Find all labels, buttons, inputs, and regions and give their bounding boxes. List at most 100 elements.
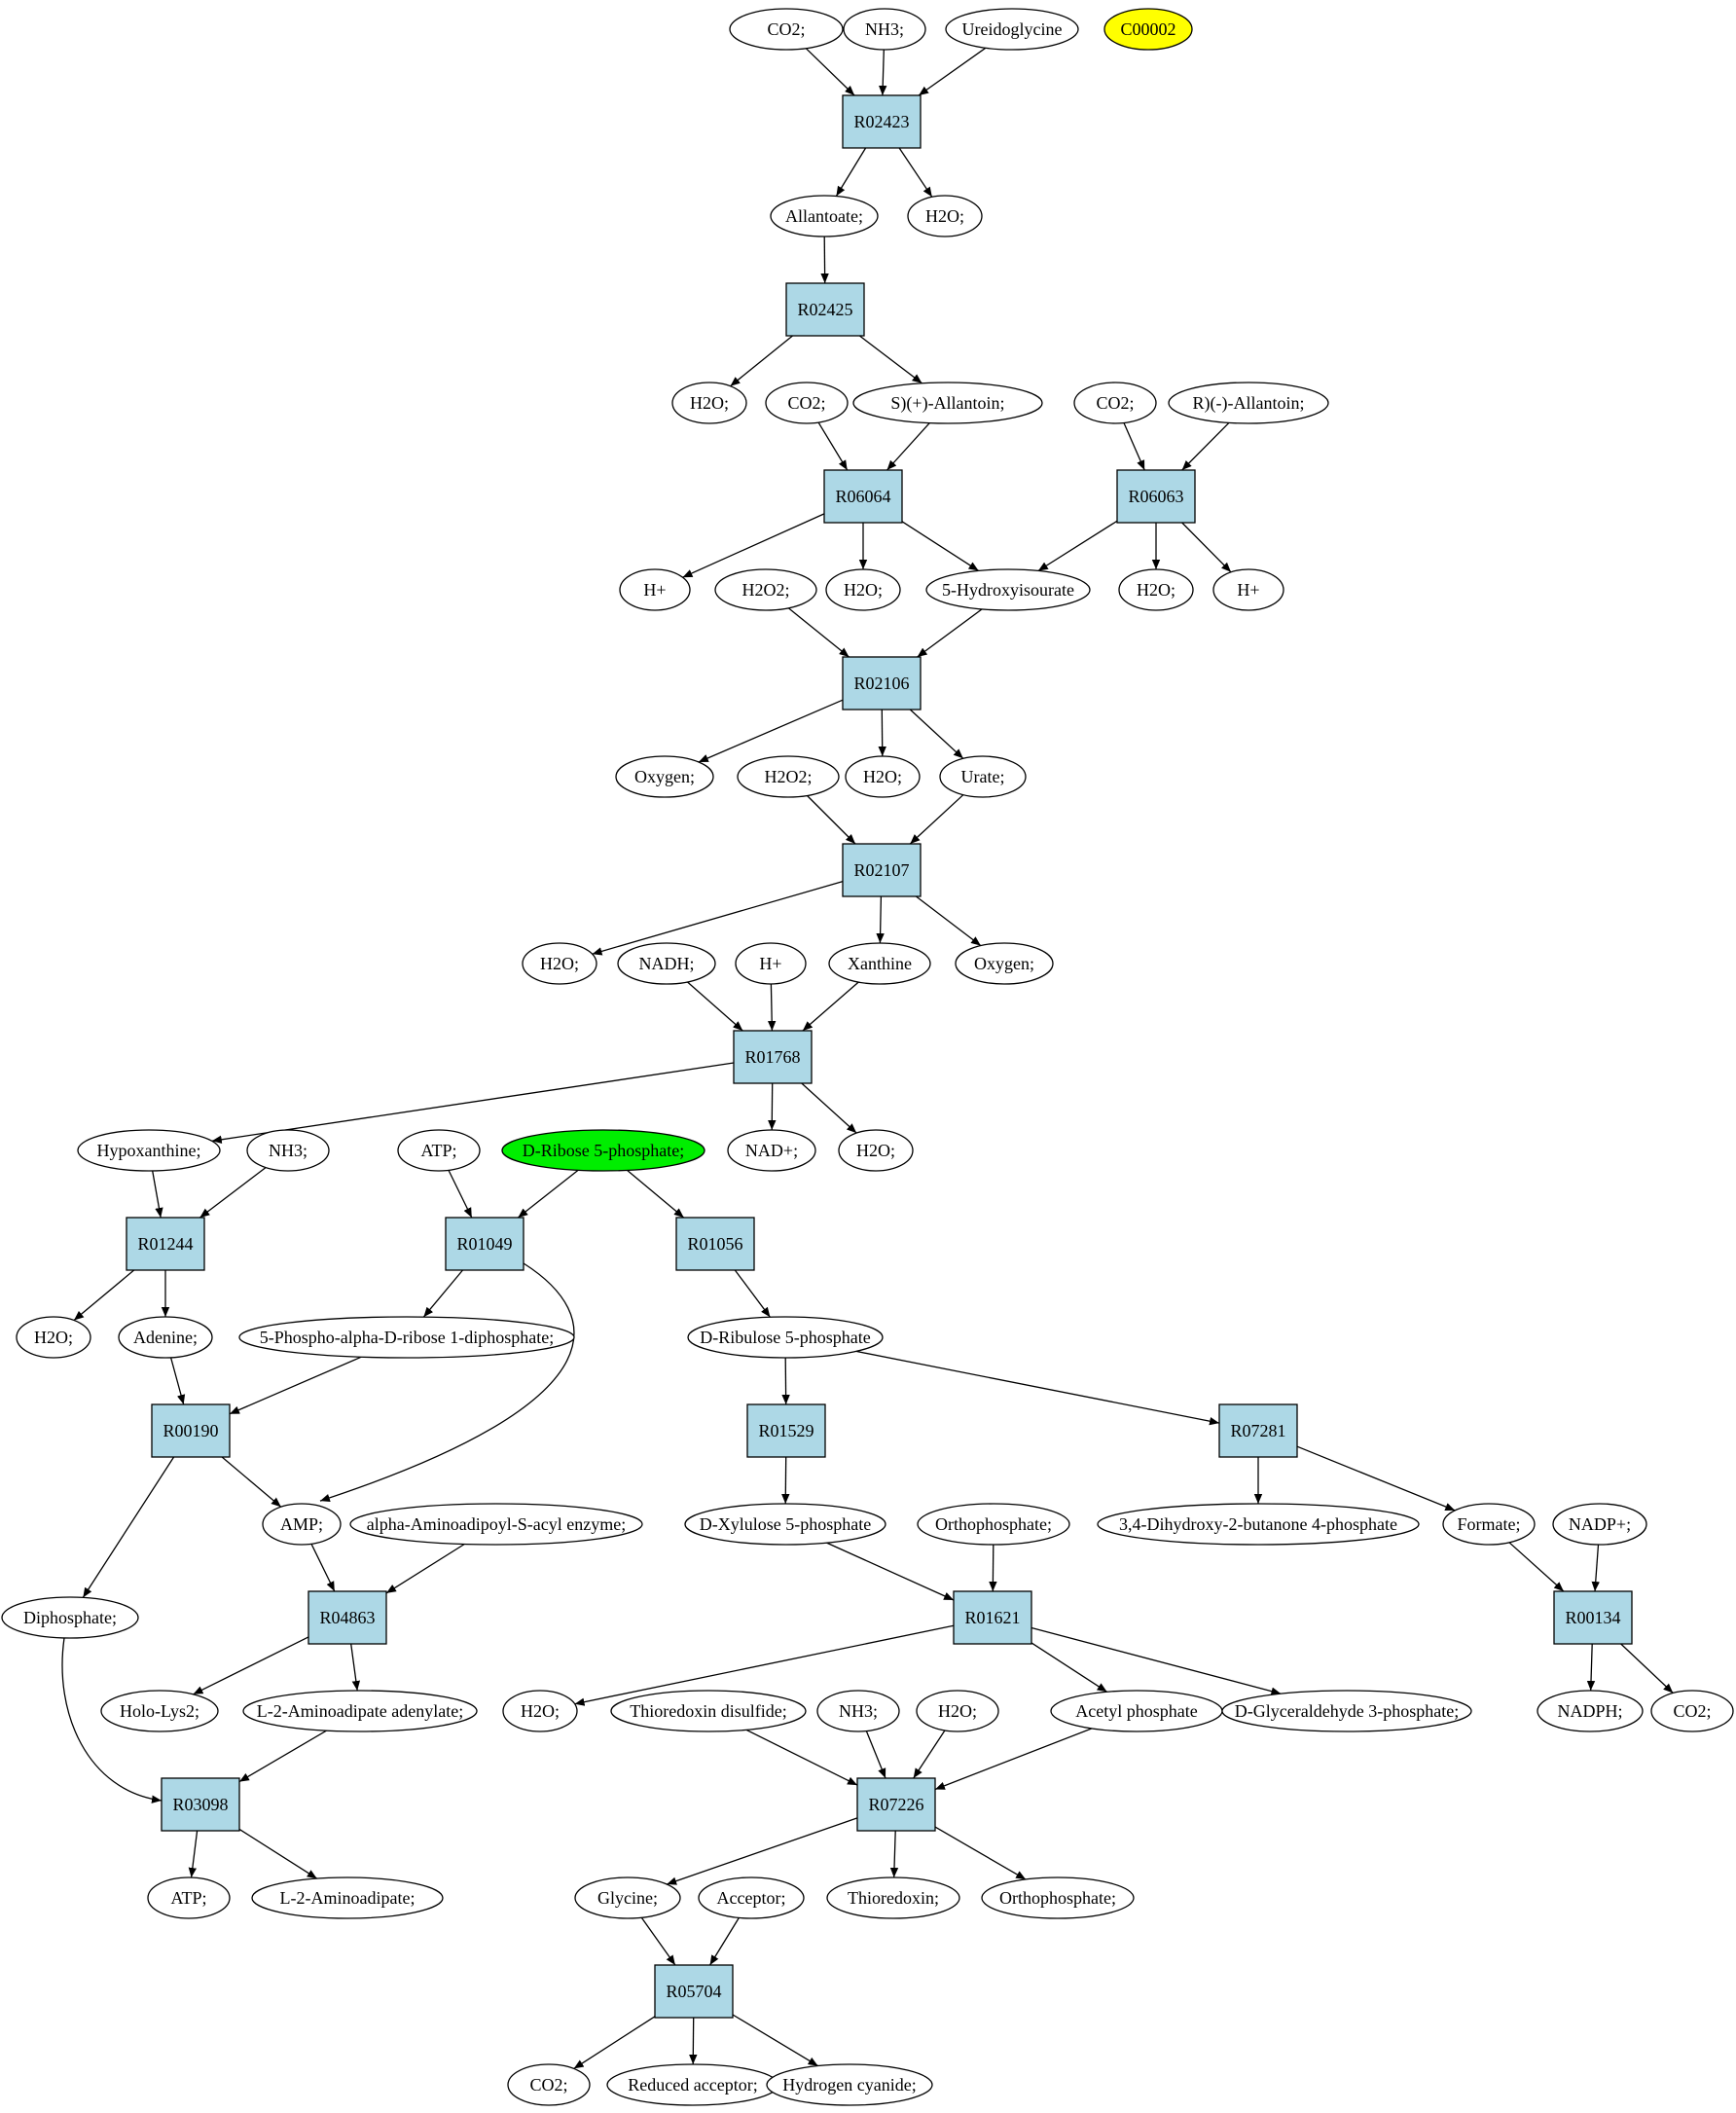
compound-node-c-5hiu[interactable]: 5-Hydroxyisourate [925,568,1091,611]
compound-node-c-nadpplus[interactable]: NADP+; [1552,1503,1647,1546]
compound-node-c-allantoate[interactable]: Allantoate; [770,195,879,237]
compound-node-c-formate[interactable]: Formate; [1442,1503,1536,1546]
compound-node-c-glycine[interactable]: Glycine; [574,1876,681,1919]
compound-label: NAD+; [745,1141,798,1160]
compound-node-c-l2aa-adenylate[interactable]: L-2-Aminoadipate adenylate; [242,1690,478,1732]
reaction-node-r06063[interactable]: R06063 [1116,469,1196,524]
reaction-node-r01049[interactable]: R01049 [445,1217,524,1271]
edge-r01621-to-c-h2o-9 [574,1624,955,1706]
reaction-node-r07226[interactable]: R07226 [856,1777,936,1832]
compound-node-c-co2-1[interactable]: CO2; [729,8,844,51]
compound-node-c-h2o-2[interactable]: H2O; [671,382,747,424]
reaction-node-r01768[interactable]: R01768 [733,1030,813,1084]
compound-node-c-nh3-3[interactable]: NH3; [816,1690,900,1732]
compound-node-c-atp-2[interactable]: ATP; [147,1876,231,1919]
compound-node-c-co2-5[interactable]: CO2; [507,2063,591,2106]
compound-node-c-l2aa[interactable]: L-2-Aminoadipate; [251,1876,444,1919]
reaction-node-r01056[interactable]: R01056 [675,1217,755,1271]
compound-node-c-nadph[interactable]: NADPH; [1537,1690,1644,1732]
compound-node-c-hplus-3[interactable]: H+ [735,942,807,985]
compound-node-c-s-allantoin[interactable]: S)(+)-Allantoin; [852,382,1043,424]
compound-node-c-amp[interactable]: AMP; [262,1503,342,1546]
compound-node-c-co2-4[interactable]: CO2; [1650,1690,1734,1732]
edge-c-r5p-to-r01056 [627,1169,685,1219]
reaction-node-r03098[interactable]: R03098 [161,1777,240,1832]
reaction-node-r02107[interactable]: R02107 [842,843,922,897]
reaction-node-r02423[interactable]: R02423 [842,94,922,149]
edge-c-allantoate-to-r02425 [820,236,829,284]
compound-node-c-atp-1[interactable]: ATP; [397,1129,481,1172]
reaction-node-r02106[interactable]: R02106 [842,656,922,710]
reaction-box [1553,1590,1633,1645]
compound-node-c-r5p[interactable]: D-Ribose 5-phosphate; [501,1129,705,1172]
compound-node-c-hplus-1[interactable]: H+ [619,568,691,611]
compound-node-c-h2o-1[interactable]: H2O; [907,195,983,237]
compound-node-c-acetylp[interactable]: Acetyl phosphate [1050,1690,1223,1732]
reaction-node-r02425[interactable]: R02425 [785,282,865,337]
compound-node-c-nadh[interactable]: NADH; [617,942,716,985]
reaction-node-r06064[interactable]: R06064 [823,469,903,524]
edge-r02423-to-c-h2o-1 [898,147,933,198]
compound-node-c-hplus-2[interactable]: H+ [1212,568,1284,611]
compound-label: H2O; [521,1701,560,1721]
compound-node-c-c00002[interactable]: C00002 [1103,8,1193,51]
compound-node-c-co2-2[interactable]: CO2; [765,382,849,424]
compound-ellipse [981,1876,1135,1919]
edge-c-ru5p-to-r07281 [855,1350,1220,1426]
compound-node-c-h2o-4[interactable]: H2O; [1118,568,1194,611]
reaction-node-r07281[interactable]: R07281 [1218,1403,1298,1458]
compound-node-c-h2o-8[interactable]: H2O; [16,1316,91,1359]
compound-node-c-g3p[interactable]: D-Glyceraldehyde 3-phosphate; [1221,1690,1472,1732]
compound-node-c-ru5p[interactable]: D-Ribulose 5-phosphate [687,1316,884,1359]
compound-ellipse [1,1596,139,1639]
compound-node-c-prpp[interactable]: 5-Phospho-alpha-D-ribose 1-diphosphate; [238,1316,575,1359]
compound-node-c-h2o-5[interactable]: H2O; [845,755,921,798]
compound-node-c-hcn[interactable]: Hydrogen cyanide; [766,2063,933,2106]
compound-node-c-oxygen-1[interactable]: Oxygen; [615,755,714,798]
compound-label: NH3; [865,19,904,39]
compound-node-c-h2o2-1[interactable]: H2O2; [714,568,817,611]
compound-node-c-hypoxanthine[interactable]: Hypoxanthine; [77,1129,221,1172]
edge-c-aaa-enzyme-to-r04863 [385,1543,465,1594]
compound-node-c-h2o-10[interactable]: H2O; [916,1690,999,1732]
compound-node-c-acceptor[interactable]: Acceptor; [698,1876,805,1919]
compound-node-c-nh3-2[interactable]: NH3; [246,1129,330,1172]
compound-node-c-nadplus[interactable]: NAD+; [727,1129,816,1172]
compound-node-c-urate[interactable]: Urate; [939,755,1027,798]
reaction-node-r01529[interactable]: R01529 [746,1403,826,1458]
compound-node-c-reduced-acceptor[interactable]: Reduced acceptor; [606,2063,779,2106]
compound-node-c-h2o-9[interactable]: H2O; [502,1690,578,1732]
reaction-node-r00134[interactable]: R00134 [1553,1590,1633,1645]
compound-node-c-h2o-7[interactable]: H2O; [838,1129,914,1172]
compound-node-c-oxygen-2[interactable]: Oxygen; [955,942,1054,985]
compound-ellipse [852,382,1043,424]
compound-node-c-h2o-3[interactable]: H2O; [825,568,901,611]
compound-node-c-xu5p[interactable]: D-Xylulose 5-phosphate [684,1503,886,1546]
compound-node-c-ureido[interactable]: Ureidoglycine [945,8,1079,51]
compound-label: 5-Phospho-alpha-D-ribose 1-diphosphate; [260,1328,554,1347]
compound-node-c-orthop-1[interactable]: Orthophosphate; [917,1503,1070,1546]
reaction-node-r01621[interactable]: R01621 [953,1590,1032,1645]
reaction-node-r00190[interactable]: R00190 [151,1403,231,1458]
reaction-node-r05704[interactable]: R05704 [654,1964,734,2019]
compound-node-c-hololys2[interactable]: Holo-Lys2; [100,1690,219,1732]
reaction-box [842,656,922,710]
compound-node-c-nh3-1[interactable]: NH3; [843,8,926,51]
compound-node-c-h2o-6[interactable]: H2O; [522,942,597,985]
compound-node-c-co2-3[interactable]: CO2; [1073,382,1157,424]
compound-node-c-aaa-enzyme[interactable]: alpha-Aminoadipoyl-S-acyl enzyme; [349,1503,643,1546]
compound-node-c-thioredoxin[interactable]: Thioredoxin; [826,1876,960,1919]
compound-node-c-diphosphate[interactable]: Diphosphate; [1,1596,139,1639]
compound-node-c-dhbp[interactable]: 3,4-Dihydroxy-2-butanone 4-phosphate [1097,1503,1420,1546]
compound-node-c-adenine[interactable]: Adenine; [118,1316,213,1359]
compound-ellipse [502,1690,578,1732]
compound-label: ATP; [420,1141,456,1160]
compound-node-c-r-allantoin[interactable]: R)(-)-Allantoin; [1168,382,1329,424]
compound-node-c-trx-disulfide[interactable]: Thioredoxin disulfide; [610,1690,807,1732]
compound-node-c-orthop-2[interactable]: Orthophosphate; [981,1876,1135,1919]
compound-node-c-h2o2-2[interactable]: H2O2; [737,755,840,798]
reaction-node-r04863[interactable]: R04863 [307,1590,387,1645]
compound-node-c-xanthine[interactable]: Xanthine [828,942,931,985]
reaction-node-r01244[interactable]: R01244 [126,1217,205,1271]
reaction-label: R02425 [797,300,852,319]
